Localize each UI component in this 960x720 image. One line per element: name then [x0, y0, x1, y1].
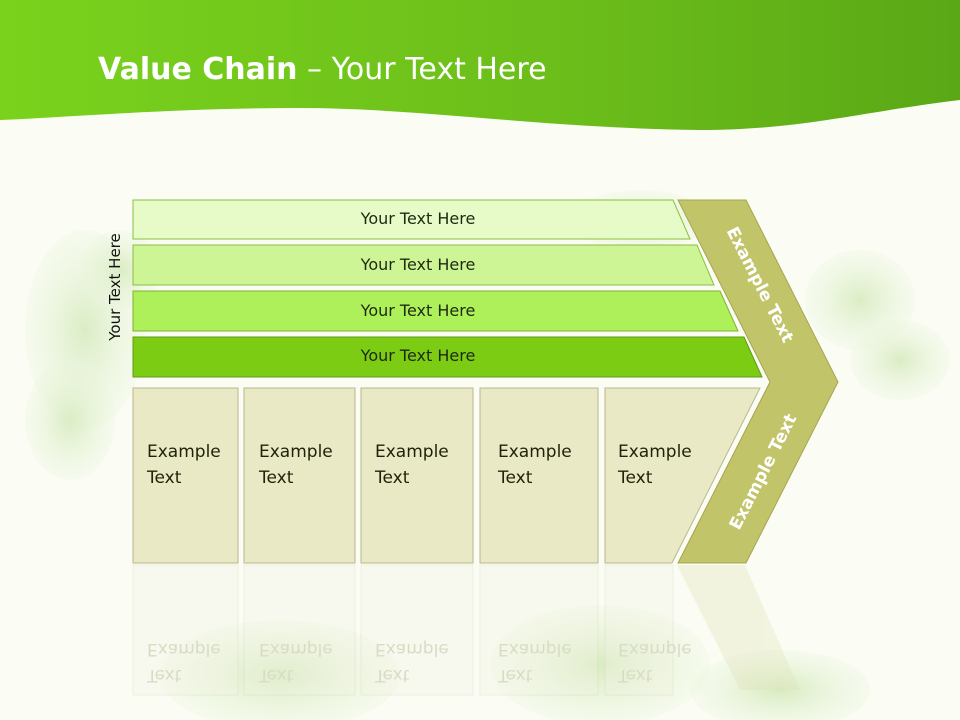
- box-shape-1: [132, 387, 239, 564]
- box-line1: Example: [498, 442, 572, 462]
- lettuce-bottom: [160, 605, 870, 720]
- box-reflection-line2: Text: [259, 665, 294, 685]
- bar-shape-2: [132, 244, 715, 286]
- box-reflections: [132, 564, 800, 696]
- box-reflection-line1: Example: [375, 639, 449, 659]
- title-bold: Value Chain: [98, 52, 298, 87]
- box-line2: Text: [259, 468, 294, 488]
- box-line2: Text: [375, 468, 410, 488]
- box-1-text: Example Text: [147, 439, 247, 491]
- box-line2: Text: [618, 468, 653, 488]
- box-2-text: Example Text: [259, 439, 359, 491]
- box-line1: Example: [147, 442, 221, 462]
- side-label: Your Text Here: [106, 233, 124, 341]
- bar-label: Your Text Here: [360, 346, 476, 365]
- box-shape-3: [360, 387, 474, 564]
- box-reflection-text: Text Example: [618, 636, 692, 688]
- box-reflection-text: Text Example: [147, 636, 221, 688]
- box-line2: Text: [498, 468, 533, 488]
- box-line1: Example: [259, 442, 333, 462]
- box-reflection-line1: Example: [618, 639, 692, 659]
- box-shape-4: [479, 387, 599, 564]
- bar-label: Your Text Here: [360, 255, 476, 274]
- box-4-text: Example Text: [498, 439, 598, 491]
- box-shape-2: [243, 387, 356, 564]
- box-5-text: Example Text: [618, 439, 718, 491]
- box-reflection-text: Text Example: [375, 636, 449, 688]
- chevron-shape: [677, 199, 839, 564]
- box-reflection-line2: Text: [618, 665, 653, 685]
- bar-shape-3: [132, 290, 739, 332]
- box-reflection-line1: Example: [259, 639, 333, 659]
- page-title: Value Chain – Your Text Here: [98, 52, 547, 96]
- box-reflection-text: Text Example: [498, 636, 572, 688]
- box-line1: Example: [375, 442, 449, 462]
- box-reflection-line1: Example: [147, 639, 221, 659]
- box-reflection-text: Text Example: [259, 636, 333, 688]
- bar-label: Your Text Here: [360, 301, 476, 320]
- bar-label: Your Text Here: [360, 209, 476, 228]
- box-shape-5: [604, 387, 761, 564]
- box-line1: Example: [618, 442, 692, 462]
- header-band: [0, 0, 960, 130]
- box-3-text: Example Text: [375, 439, 475, 491]
- box-reflection-line2: Text: [147, 665, 182, 685]
- box-reflection-line1: Example: [498, 639, 572, 659]
- box-line2: Text: [147, 468, 182, 488]
- box-reflection-line2: Text: [375, 665, 410, 685]
- bar-shape-1: [132, 199, 691, 240]
- box-reflection-line2: Text: [498, 665, 533, 685]
- title-rest: – Your Text Here: [297, 52, 547, 87]
- bar-shape-4: [132, 336, 763, 378]
